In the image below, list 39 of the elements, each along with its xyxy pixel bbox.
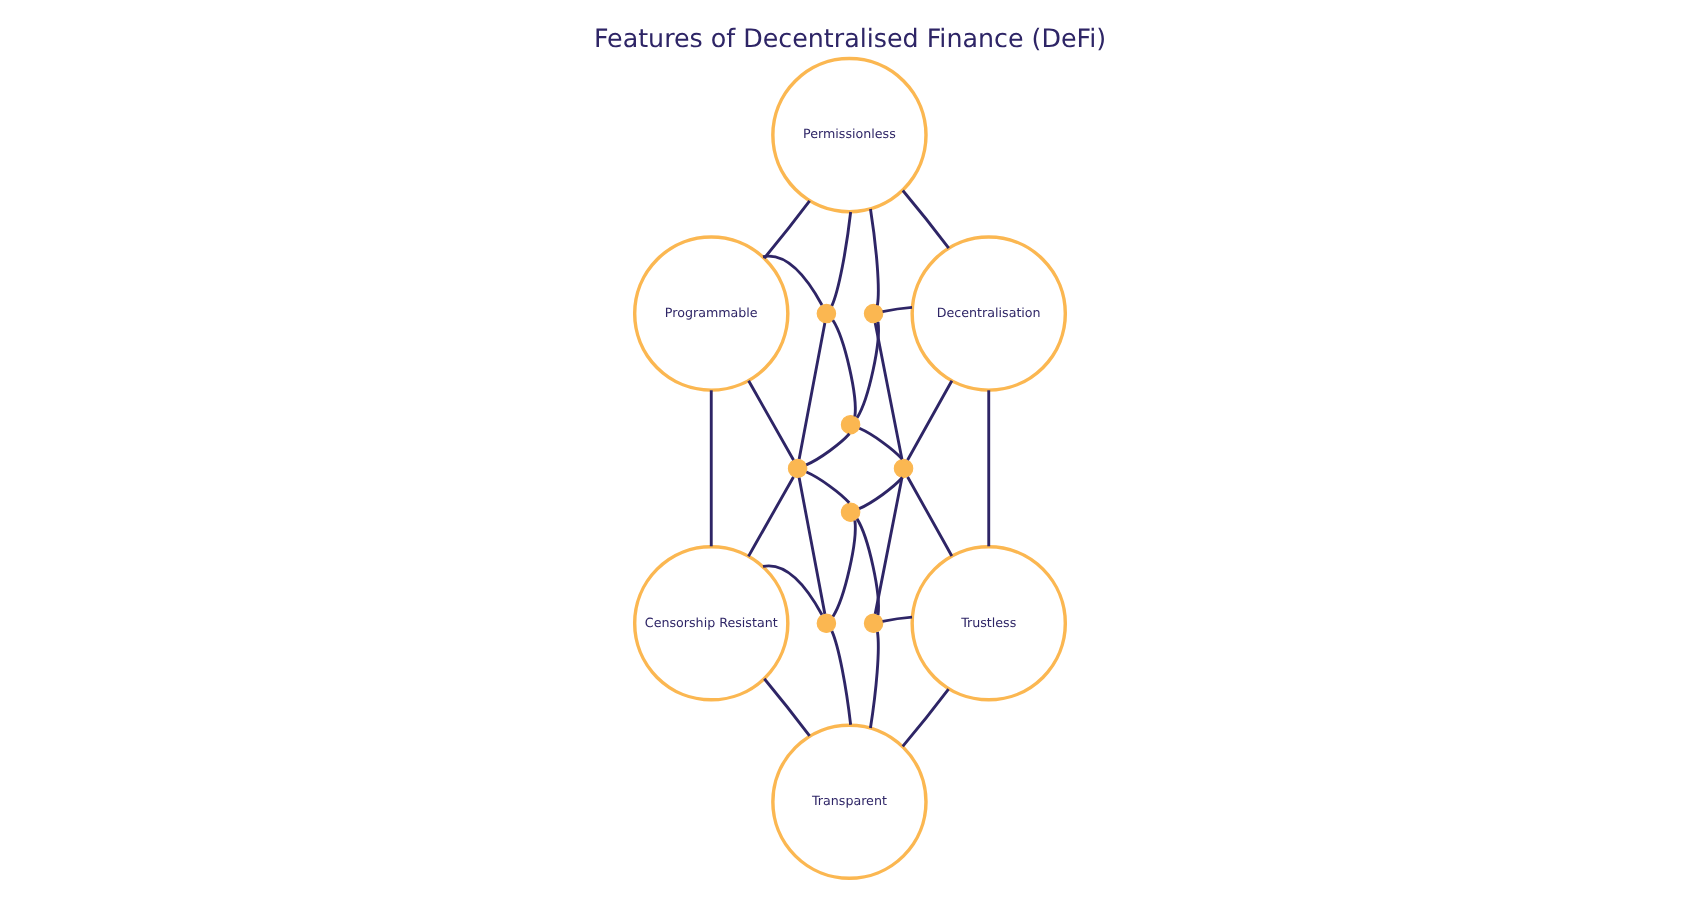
connector	[987, 390, 991, 547]
connector	[906, 380, 954, 461]
node-circle	[787, 458, 808, 479]
connector	[869, 631, 880, 729]
connector	[831, 520, 857, 618]
node-circle	[840, 414, 861, 435]
diagram-title: Features of Decentralised Finance (DeFi)	[593, 22, 1107, 53]
connector	[747, 476, 795, 558]
node-circle	[863, 613, 884, 634]
connector	[882, 615, 913, 623]
connector	[709, 390, 713, 547]
connector	[830, 211, 853, 307]
connector	[762, 254, 824, 306]
connector	[763, 677, 811, 737]
connector	[762, 564, 824, 616]
node-circle	[816, 303, 837, 324]
connector	[869, 208, 880, 306]
connector	[797, 322, 827, 460]
connector	[831, 319, 857, 417]
connector	[873, 322, 904, 460]
connector	[858, 427, 904, 461]
connector	[797, 477, 827, 615]
connector	[873, 477, 904, 615]
node-circle	[863, 303, 884, 324]
connector	[747, 380, 795, 461]
connector	[805, 432, 851, 467]
connector	[858, 476, 904, 510]
connector	[830, 630, 853, 725]
node-circle	[816, 613, 837, 634]
connector	[855, 518, 880, 616]
node-circle	[893, 458, 914, 479]
node-circle	[840, 502, 861, 522]
connector	[906, 476, 954, 557]
connector	[901, 189, 950, 249]
connector	[882, 305, 913, 313]
connector	[805, 470, 851, 504]
connector	[901, 688, 950, 748]
connector	[763, 199, 811, 260]
connector	[855, 321, 880, 419]
